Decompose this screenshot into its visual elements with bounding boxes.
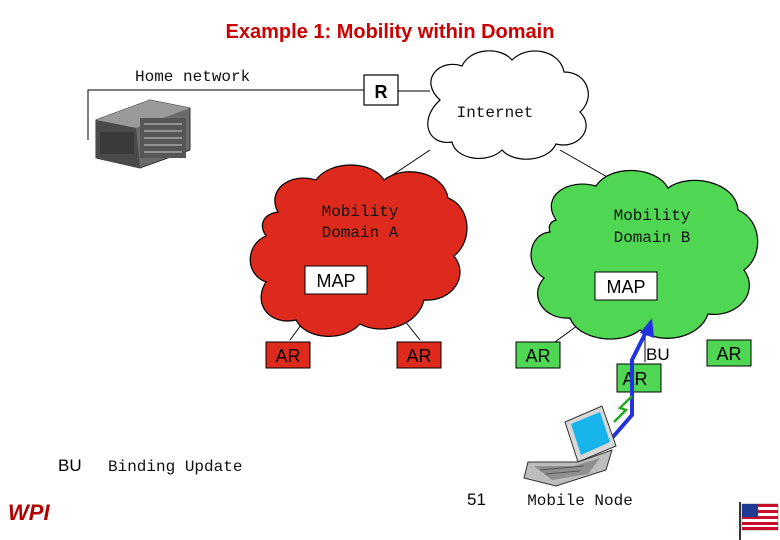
ar-box-b-left	[515, 341, 561, 369]
bu-arrow-label: BU	[646, 345, 670, 364]
home-network-server-icon	[95, 99, 191, 169]
ar-label-b-mid: AR	[622, 369, 647, 389]
ar-box-b-mid	[616, 363, 662, 393]
mobile-node-label: Mobile Node	[527, 492, 633, 510]
ar-label-a-right: AR	[406, 346, 431, 366]
ar-label-b-right: AR	[716, 344, 741, 364]
wpi-logo: WPI	[8, 500, 50, 525]
bu-arrow	[610, 318, 654, 440]
domain-a-cloud	[249, 164, 468, 337]
domain-b-map-box	[594, 271, 658, 301]
domain-a-label-line2: Domain A	[322, 224, 399, 242]
us-flag-icon	[739, 502, 779, 540]
legend-description: Binding Update	[108, 458, 242, 476]
home-to-router-line	[87, 89, 372, 140]
legend-abbr: BU	[58, 456, 82, 475]
ar-box-a-right	[396, 341, 442, 369]
domain-b-cloud	[530, 169, 759, 340]
router-box	[363, 74, 399, 106]
laptop-icon	[523, 405, 617, 487]
domain-b-map-label: MAP	[606, 277, 645, 297]
domain-a-label-line1: Mobility	[322, 203, 399, 221]
domain-a-map-box	[304, 265, 368, 295]
home-network-label: Home network	[135, 68, 250, 86]
ar-box-a-left	[265, 341, 311, 369]
internet-label: Internet	[457, 104, 534, 122]
router-label: R	[375, 82, 388, 102]
ar-label-a-left: AR	[275, 346, 300, 366]
domain-a-map-label: MAP	[316, 271, 355, 291]
internet-cloud	[427, 50, 589, 160]
page-title: Example 1: Mobility within Domain	[226, 21, 555, 43]
domain-b-label-line2: Domain B	[614, 229, 691, 247]
ar-label-b-left: AR	[525, 346, 550, 366]
page-number: 51	[467, 490, 486, 509]
ar-box-b-right	[706, 339, 752, 367]
wireless-link-icon	[613, 395, 633, 423]
domain-b-label-line1: Mobility	[614, 207, 691, 225]
